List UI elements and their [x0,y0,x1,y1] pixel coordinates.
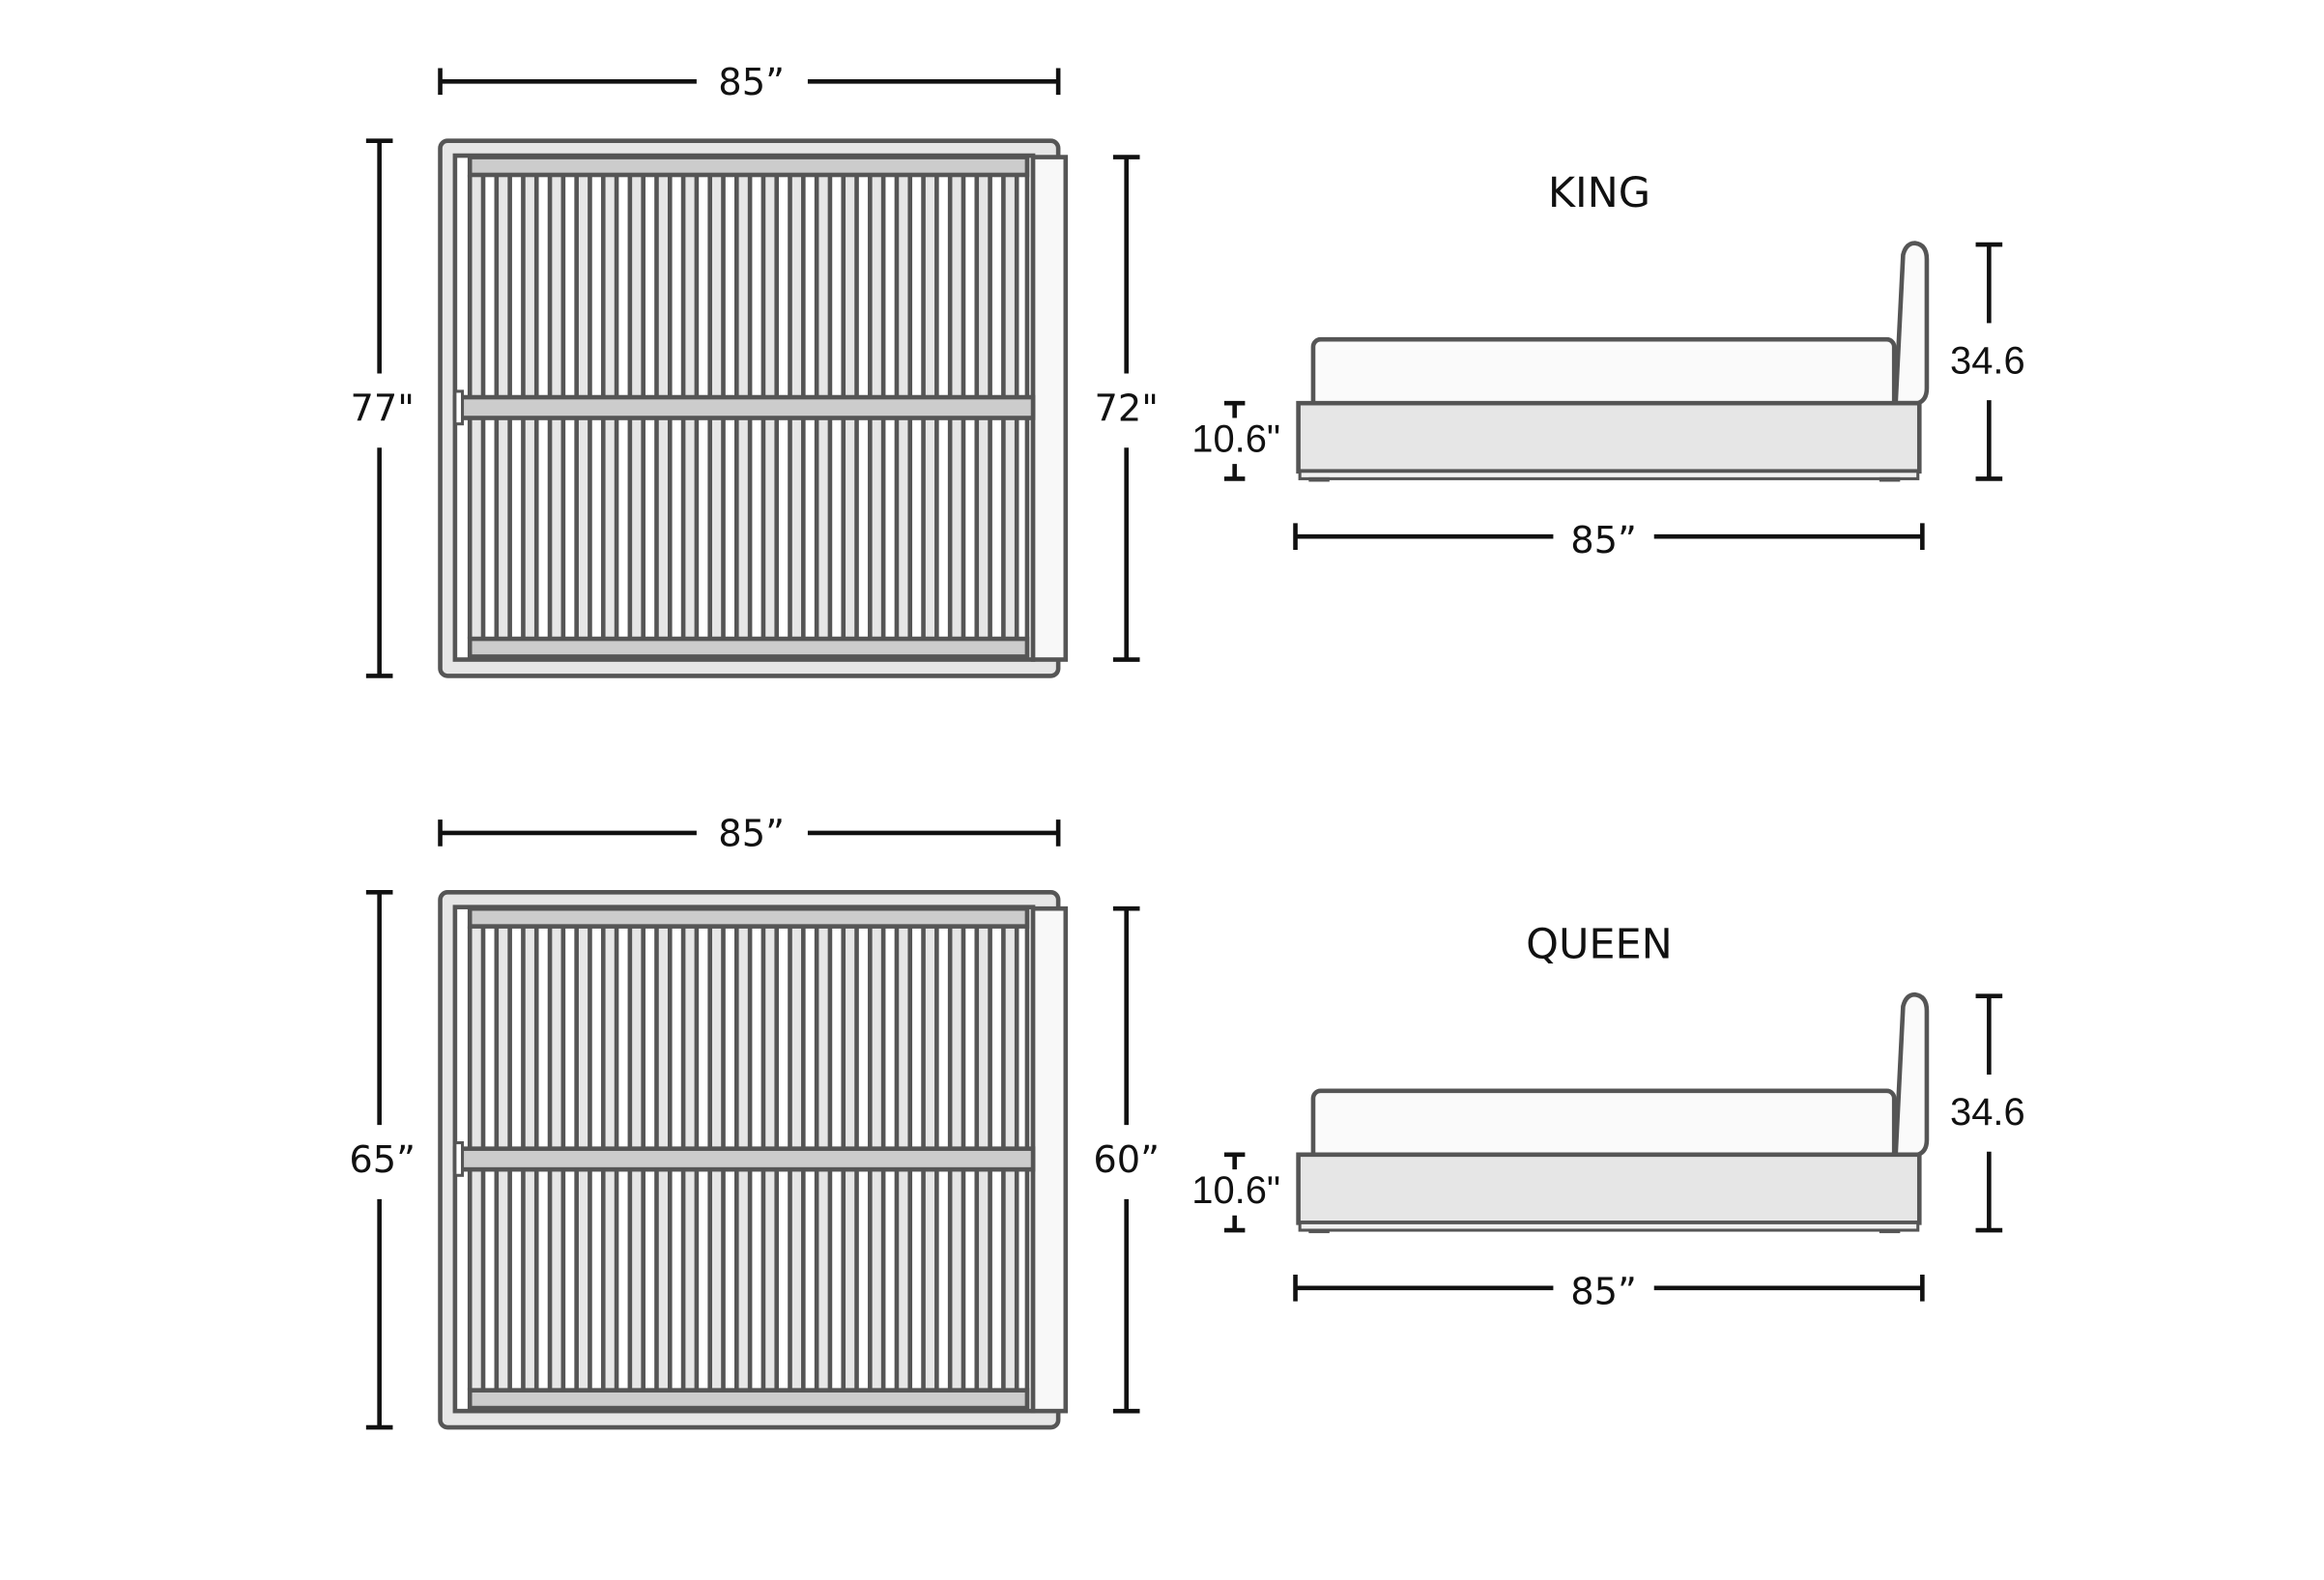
platform-height-dimension-line [1223,1152,1246,1233]
foot [1308,476,1330,482]
center-rail [452,1146,1036,1172]
headboard-panel [1030,905,1069,1414]
queen-bed-group: 85” 65” 60” QUEEN 10.6" 34.6 85” [349,813,2025,1430]
headboard [1893,241,1930,406]
headboard-panel [1030,155,1069,662]
inner-width-dimension-line [1112,905,1140,1414]
base-strip [1298,470,1920,480]
side-length-dimension-line [1293,1275,1925,1302]
total-height-dimension-line [1975,993,2003,1233]
plan-inner-width-label: 60” [1093,1138,1160,1182]
foot [1879,1228,1901,1234]
platform-height-label: 10.6" [1191,1169,1280,1212]
bed-size-title: KING [1548,169,1650,217]
total-height-dimension-line [1975,242,2003,481]
plan-view: 85” 77" 72" [351,61,1159,678]
platform-height-dimension-line [1223,400,1246,481]
total-height-label: 34.6 [1950,1091,2025,1134]
side-length-label: 85” [1570,519,1637,562]
center-leg [453,1141,465,1177]
total-height-label: 34.6 [1950,339,2025,382]
king-bed-group: 85” 77" 72" KING 10.6" 34.6 85” [351,61,2025,678]
side-length-label: 85” [1570,1270,1637,1313]
plan-outer-width-label: 65” [349,1138,416,1182]
plan-length-label: 85” [718,61,785,104]
platform-base [1296,1152,1922,1225]
foot [1879,476,1901,482]
bottom-rail [467,1388,1030,1411]
outer-width-dimension-line [365,138,393,678]
bottom-rail [467,636,1030,659]
length-dimension-line [438,819,1061,847]
center-rail [452,394,1036,420]
top-rail [467,905,1030,929]
platform-height-label: 10.6" [1191,418,1280,461]
plan-view: 85” 65” 60” [349,813,1160,1430]
inner-width-dimension-line [1112,155,1140,662]
platform-base [1296,400,1922,474]
length-dimension-line [438,68,1061,96]
plan-length-label: 85” [718,813,785,856]
mattress [1310,1088,1897,1162]
side-length-dimension-line [1293,523,1925,551]
base-strip [1298,1221,1920,1232]
foot [1308,1228,1330,1234]
side-view: KING 10.6" 34.6 85” [1191,169,2024,562]
bed-size-title: QUEEN [1526,921,1673,969]
side-view: QUEEN 10.6" 34.6 85” [1191,921,2024,1314]
top-rail [467,155,1030,178]
center-leg [453,389,465,426]
headboard [1893,991,1930,1158]
outer-width-dimension-line [365,890,393,1430]
mattress [1310,336,1897,411]
plan-outer-width-label: 77" [351,387,415,430]
plan-inner-width-label: 72" [1094,387,1158,430]
